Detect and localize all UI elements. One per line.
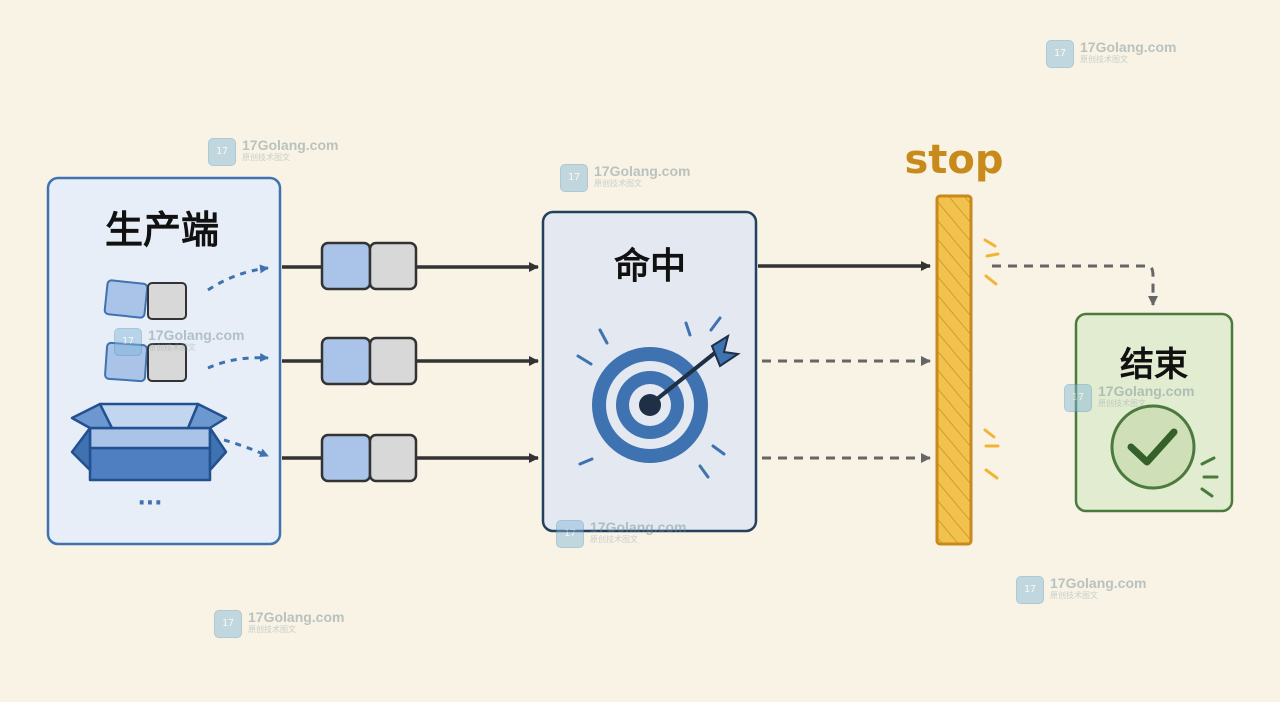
producer-ellipsis: ··· [137,491,162,516]
message-cubes-icon [104,341,187,383]
producer-emit-arrow-1 [207,264,269,292]
producer-emit-arrow-2 [207,353,269,370]
message-cubes-icon [103,279,187,320]
producer-box: 生产端 ··· [46,176,282,546]
channel-row-1 [282,241,539,291]
channel-row-2 [282,336,539,386]
channel-row-3 [282,433,539,483]
open-box-icon [70,402,228,482]
impact-lines [983,238,1000,480]
producer-emit-arrow-3 [223,438,269,458]
hit-box: 命中 [541,210,758,533]
producer-label: 生产端 [105,208,219,252]
hit-label: 命中 [614,245,686,287]
stop-label: stop [904,137,1003,183]
end-label: 结束 [1120,345,1188,385]
target-icon [576,316,741,479]
end-box: 结束 [1074,312,1234,513]
stop-barrier: stop [904,137,1004,546]
stop-to-end-arrow [992,264,1158,306]
check-circle-icon [1110,404,1219,498]
